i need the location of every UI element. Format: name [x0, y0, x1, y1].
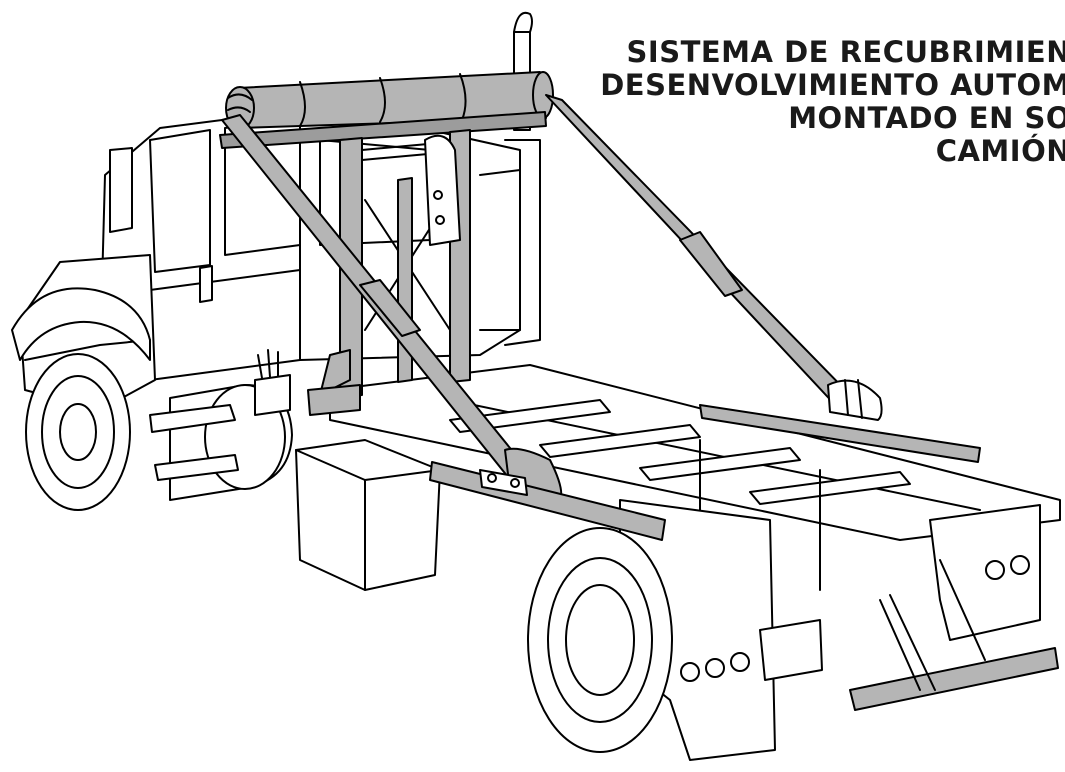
rear-supports — [759, 559, 1059, 711]
battery-box — [295, 439, 441, 591]
title-line-4: CAMIÓN — [935, 134, 1065, 168]
truck-cab — [99, 109, 541, 381]
diagram-title: SISTEMA DE RECUBRIMIEN DESENVOLVIMIENTO … — [600, 36, 1065, 168]
front-base-plate — [307, 384, 361, 416]
chassis-frame — [329, 364, 1061, 591]
title-line-1: SISTEMA DE RECUBRIMIEN — [626, 35, 1065, 69]
rear-mudflap-right — [929, 504, 1041, 641]
rear-wheel — [527, 527, 673, 753]
right-base-plate — [699, 404, 981, 463]
fuel-tank — [149, 349, 293, 501]
title-line-2: DESENVOLVIMIENTO AUTOM — [600, 68, 1065, 102]
mast-frame — [319, 129, 471, 398]
rear-mudflap-left — [619, 499, 776, 761]
right-arm — [545, 94, 883, 421]
left-base-plate — [429, 461, 666, 541]
front-wheel — [25, 353, 131, 511]
title-line-3: MONTADO EN SO — [788, 101, 1065, 135]
top-crossbar — [219, 111, 547, 149]
